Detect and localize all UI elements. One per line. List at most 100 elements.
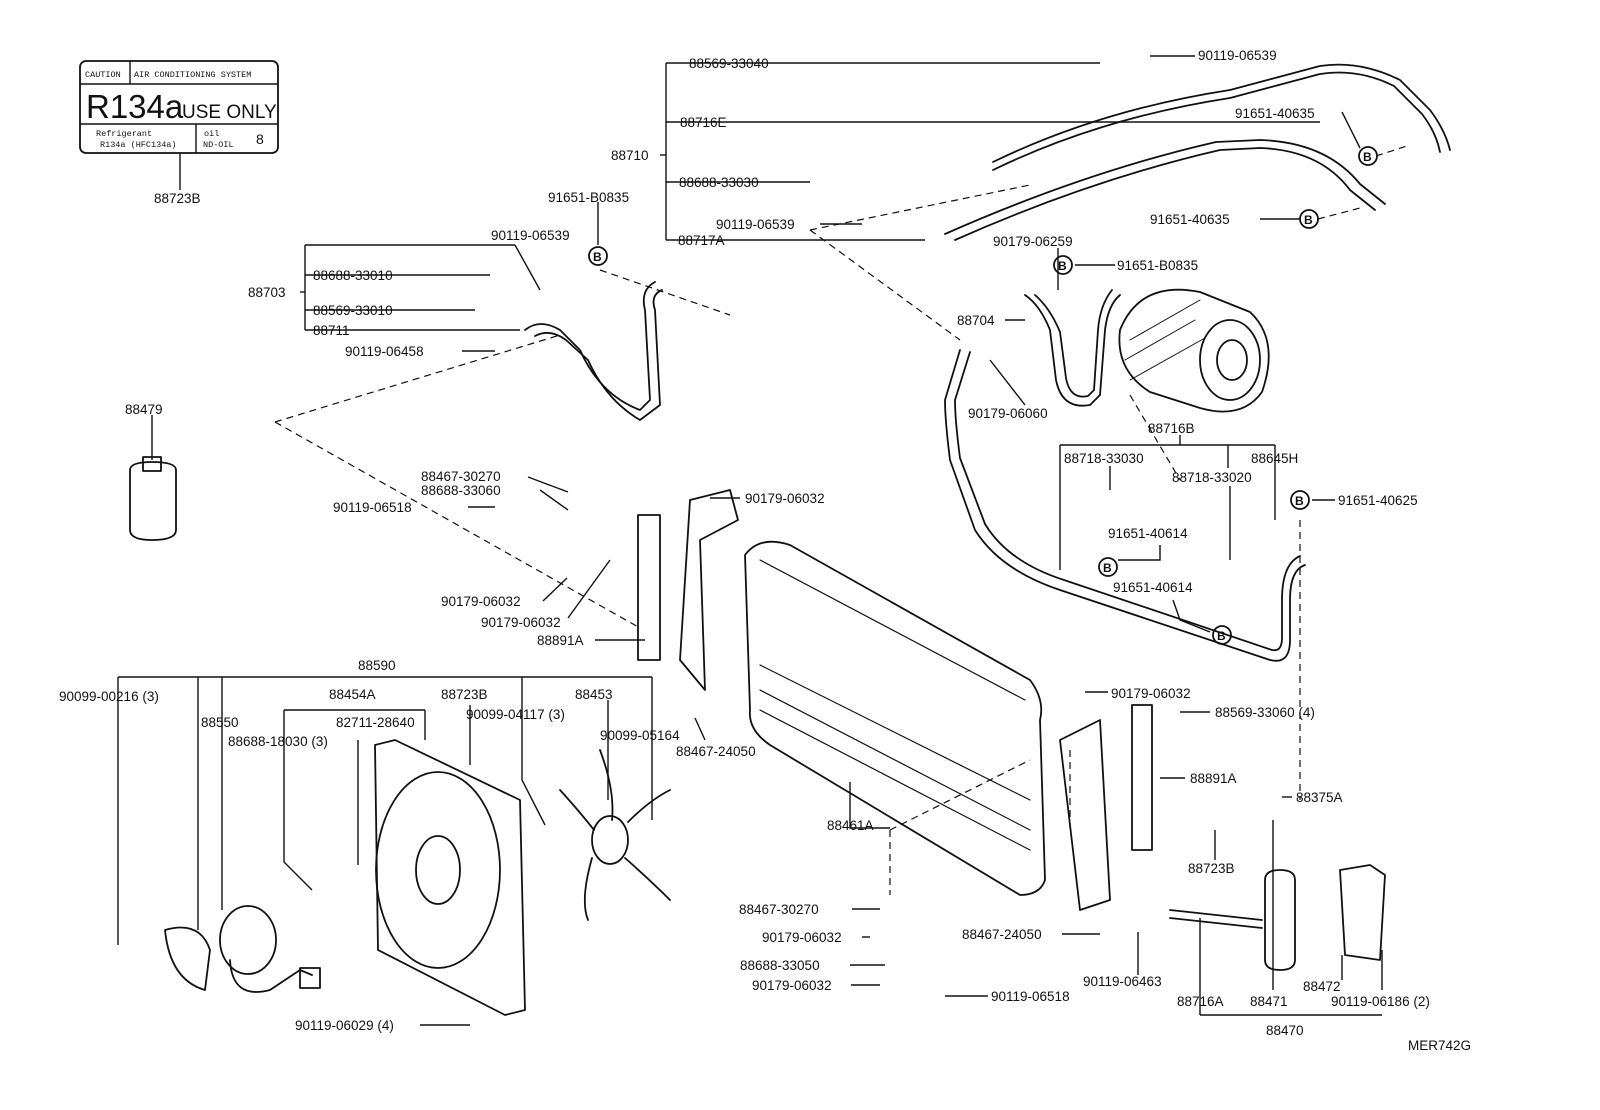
part-label-88569-33060: 88569-33060 (4) — [1215, 705, 1315, 720]
part-label-90179-06259: 90179-06259 — [993, 234, 1073, 249]
b-marker — [588, 246, 608, 266]
part-label-88717a: 88717A — [678, 233, 725, 248]
caution-word: CAUTION — [85, 70, 121, 80]
part-label-88550: 88550 — [201, 715, 239, 730]
part-label-88470: 88470 — [1266, 1023, 1304, 1038]
part-label-90119-06029: 90119-06029 (4) — [295, 1018, 394, 1033]
leader-lines — [117, 55, 1411, 1026]
oil-spec: ND-OIL — [203, 140, 234, 150]
part-label-88590: 88590 — [358, 658, 396, 673]
system-name: AIR CONDITIONING SYSTEM — [134, 70, 251, 80]
part-label-88723b: 88723B — [1188, 861, 1235, 876]
liquid-tube-b — [944, 349, 1306, 662]
b-marker-text: B — [1304, 213, 1313, 227]
oil-can-part — [129, 456, 177, 541]
part-label-88718-33020: 88718-33020 — [1172, 470, 1252, 485]
b-marker — [1290, 490, 1310, 510]
part-label-88688-33030: 88688-33030 — [679, 175, 759, 190]
part-label-88716b: 88716B — [1148, 421, 1195, 436]
compressor-part — [1118, 288, 1270, 413]
part-label-88461a: 88461A — [827, 818, 874, 833]
part-label-88467-24050: 88467-24050 — [962, 927, 1042, 942]
part-label-88723b: 88723B — [154, 191, 201, 206]
support-88891a-left — [637, 514, 661, 661]
part-label-90179-06032: 90179-06032 — [1111, 686, 1191, 701]
refrigerant-spec: R134a (HFC134a) — [100, 140, 177, 150]
bracket-right — [1059, 719, 1111, 911]
drawing-code: MER742G — [1408, 1038, 1471, 1053]
refrigerant-type: R134a — [86, 88, 184, 125]
part-drawings — [129, 63, 1451, 1016]
part-label-88704: 88704 — [957, 313, 995, 328]
fan-shroud-part — [374, 739, 526, 1016]
part-label-88716a: 88716A — [1177, 994, 1224, 1009]
part-label-88471: 88471 — [1250, 994, 1288, 1009]
receiver-part — [1169, 869, 1296, 971]
part-label-90119-06539: 90119-06539 — [491, 228, 570, 243]
part-label-88723b: 88723B — [441, 687, 488, 702]
part-label-88718-33030: 88718-33030 — [1064, 451, 1144, 466]
part-label-88467-24050: 88467-24050 — [676, 744, 756, 759]
part-label-88688-33010: 88688-33010 — [313, 268, 393, 283]
part-label-88711: 88711 — [313, 323, 350, 338]
hose-88711-inner — [534, 289, 663, 421]
part-label-90179-06032: 90179-06032 — [752, 978, 832, 993]
part-label-91651-40635: 91651-40635 — [1150, 212, 1230, 227]
suction-hose-upper-inner — [992, 71, 1441, 171]
part-label-88688-33050: 88688-33050 — [740, 958, 820, 973]
part-label-91651-b0835: 91651-B0835 — [548, 190, 629, 205]
part-label-82711-28640: 82711-28640 — [336, 715, 415, 730]
use-only-text: USE ONLY — [182, 102, 277, 123]
part-label-90099-00216: 90099-00216 (3) — [59, 689, 159, 704]
part-label-90119-06458: 90119-06458 — [345, 344, 424, 359]
oil-grade: 8 — [256, 131, 264, 147]
part-label-88467-30270: 88467-30270 — [739, 902, 819, 917]
part-label-88703: 88703 — [248, 285, 286, 300]
oil-word: oil — [204, 129, 219, 139]
b-marker — [1358, 146, 1378, 166]
part-label-88454a: 88454A — [329, 687, 376, 702]
fan-part — [559, 749, 671, 921]
refrigerant-word: Refrigerant — [96, 129, 152, 139]
support-88891a-right — [1131, 704, 1153, 851]
part-label-88453: 88453 — [575, 687, 613, 702]
b-marker-text: B — [1295, 494, 1304, 508]
part-label-88716e: 88716E — [680, 115, 727, 130]
b-marker — [1299, 209, 1319, 229]
part-label-90119-06539: 90119-06539 — [716, 217, 795, 232]
part-label-91651-b0835: 91651-B0835 — [1117, 258, 1198, 273]
b-marker-text: B — [593, 250, 602, 264]
part-label-88467-30270: 88467-30270 — [421, 469, 501, 484]
part-label-88688-18030: 88688-18030 (3) — [228, 734, 328, 749]
discharge-hose-inner — [1034, 289, 1113, 398]
part-label-88472: 88472 — [1303, 979, 1341, 994]
b-marker — [1212, 625, 1232, 645]
hose-88711 — [524, 281, 656, 411]
condenser-part — [744, 540, 1046, 896]
part-label-90179-06060: 90179-06060 — [968, 406, 1048, 421]
suction-hose-lower-inner — [944, 139, 1386, 235]
part-labels: 88723B 88569-33040 90119-06539 88716E 91… — [59, 48, 1471, 1053]
part-label-88710: 88710 — [611, 148, 649, 163]
discharge-hose — [1024, 294, 1121, 407]
part-label-88375a: 88375A — [1296, 790, 1343, 805]
part-label-90099-05164: 90099-05164 — [600, 728, 680, 743]
b-marker-text: B — [1217, 629, 1226, 643]
part-label-88688-33060: 88688-33060 — [421, 483, 501, 498]
bracket-left — [679, 489, 739, 691]
part-label-88891a: 88891A — [537, 633, 584, 648]
part-label-90119-06518: 90119-06518 — [991, 989, 1070, 1004]
part-label-88479: 88479 — [125, 402, 163, 417]
bracket-88472 — [1339, 864, 1386, 961]
suction-hose-upper — [992, 63, 1451, 163]
part-label-90119-06539: 90119-06539 — [1198, 48, 1277, 63]
b-markers: B B B B B B B — [588, 146, 1378, 645]
part-label-90179-06032: 90179-06032 — [441, 594, 521, 609]
part-label-88569-33040: 88569-33040 — [689, 56, 769, 71]
fan-motor-part — [164, 905, 321, 993]
part-label-91651-40614: 91651-40614 — [1113, 580, 1193, 595]
b-marker — [1053, 255, 1073, 275]
part-label-90179-06032: 90179-06032 — [745, 491, 825, 506]
part-label-91651-40635: 91651-40635 — [1235, 106, 1315, 121]
